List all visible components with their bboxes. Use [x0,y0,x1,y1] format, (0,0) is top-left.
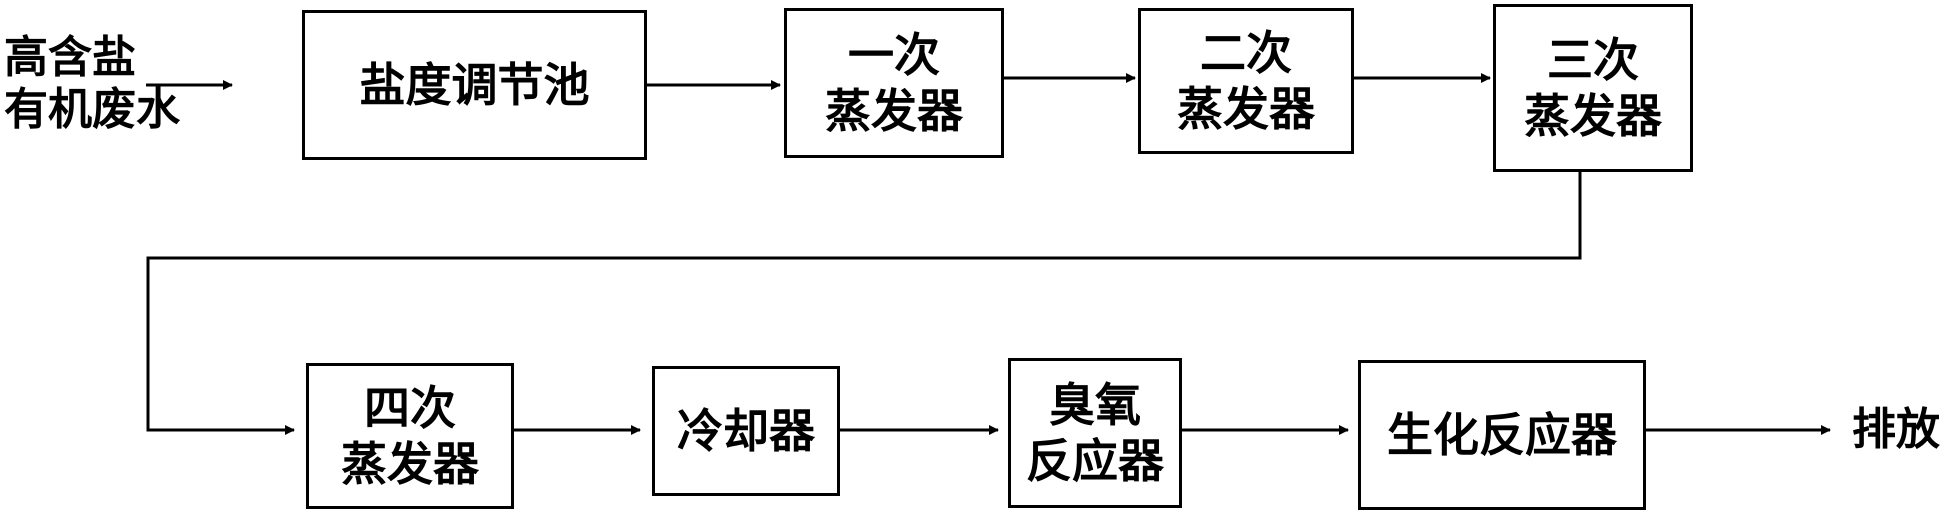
ozone-reactor-label-line1: 臭氧 [1049,378,1141,432]
fourth-evaporator: 四次 蒸发器 [306,363,514,509]
arrow-evap3-to-evap4 [146,171,1582,435]
discharge-label-text: 排放 [1852,404,1940,455]
input-label-line1: 高含盐 [4,32,136,83]
second-evaporator: 二次 蒸发器 [1138,8,1354,154]
first-evaporator-label-line1: 一次 [848,28,940,82]
ozone-reactor-label-line2: 反应器 [1026,434,1164,488]
biochemical-reactor-label: 生化反应器 [1387,408,1617,462]
fourth-evaporator-label-line2: 蒸发器 [341,437,479,491]
third-evaporator-label-line2: 蒸发器 [1524,89,1662,143]
ozone-reactor: 臭氧 反应器 [1008,358,1182,508]
third-evaporator: 三次 蒸发器 [1493,4,1693,172]
third-evaporator-label-line1: 三次 [1547,33,1639,87]
salinity-adjustment-tank: 盐度调节池 [302,10,647,160]
fourth-evaporator-label-line1: 四次 [364,381,456,435]
cooler-label: 冷却器 [677,404,815,458]
discharge-label: 排放 [1852,404,1940,456]
cooler: 冷却器 [652,366,840,496]
first-evaporator: 一次 蒸发器 [784,8,1004,158]
input-label: 高含盐 有机废水 [4,32,180,136]
input-label-line2: 有机废水 [4,84,180,135]
biochemical-reactor: 生化反应器 [1358,360,1646,510]
second-evaporator-label-line2: 蒸发器 [1177,82,1315,136]
salinity-adjustment-tank-label: 盐度调节池 [359,58,590,112]
second-evaporator-label-line1: 二次 [1200,26,1292,80]
first-evaporator-label-line2: 蒸发器 [825,84,963,138]
